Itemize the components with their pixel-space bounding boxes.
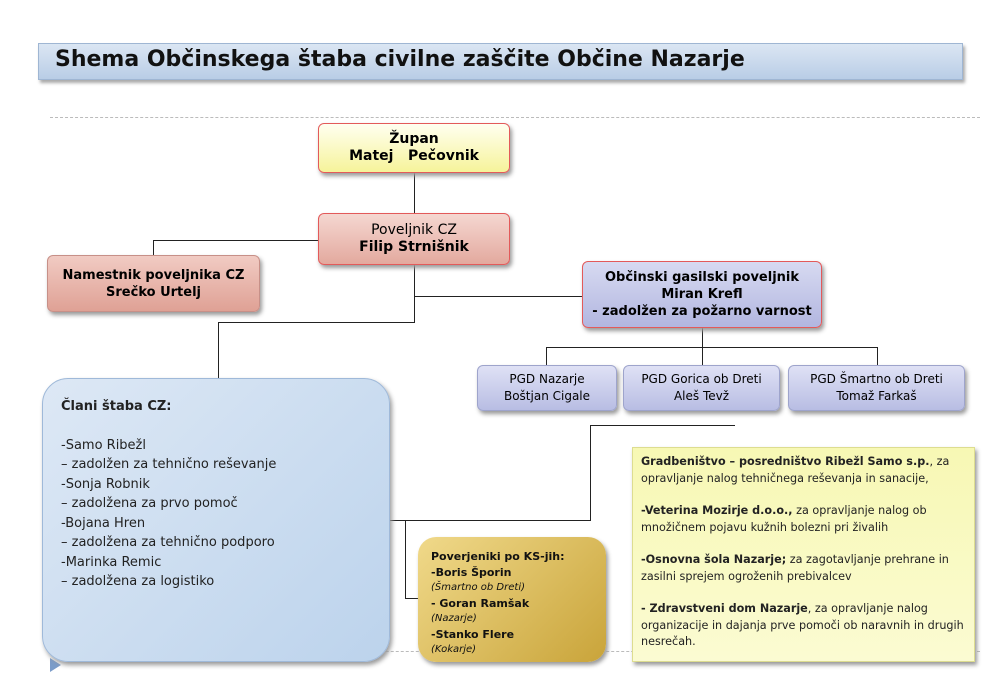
gasilski-poveljnik-box: Občinski gasilski poveljnik Miran Krefl … (582, 261, 822, 328)
pgd-person: Tomaž Farkaš (836, 389, 917, 403)
clani-line: -Sonja Robnik (61, 476, 150, 492)
connector (702, 347, 703, 365)
connector (414, 296, 582, 297)
connector (590, 425, 735, 426)
connector (390, 520, 590, 521)
name: Matej Pečovnik (349, 148, 479, 164)
connector (218, 322, 415, 323)
poverjenik-place: (Šmartno ob Dreti) (431, 582, 525, 593)
name: Miran Krefl (661, 287, 743, 302)
pgd-person: Boštjan Cigale (503, 389, 591, 403)
clani-heading: Člani štaba CZ: (61, 399, 172, 414)
connector (590, 425, 591, 521)
connector (414, 265, 415, 322)
name: Srečko Urtelj (106, 284, 201, 300)
role: Namestnik poveljnika CZ (62, 267, 245, 283)
connector (153, 240, 318, 241)
zupan-box: Župan Matej Pečovnik (318, 123, 510, 173)
connector (546, 347, 878, 348)
poverjeniki-heading: Poverjeniki po KS-jih: (431, 550, 565, 563)
clani-stabа-box: Člani štaba CZ: -Samo Ribežl – zadolžen … (42, 378, 390, 662)
note: - zadolžen za požarno varnost (592, 304, 812, 319)
slide-title: Shema Občinskega štaba civilne zaščite O… (38, 43, 963, 80)
divider-top (50, 117, 980, 118)
play-triangle-icon (50, 658, 61, 672)
clani-line: – zadolžen za tehnično reševanje (61, 457, 277, 472)
role: Občinski gasilski poveljnik (604, 270, 800, 285)
name: Filip Strnišnik (359, 239, 469, 255)
org-text: , za opravljanje nalog tehničnega reševa… (641, 455, 950, 485)
clani-line: – zadolžena za logistiko (61, 574, 215, 589)
namestnik-box: Namestnik poveljnika CZ Srečko Urtelj (47, 255, 260, 312)
poverjeniki-box: Poverjeniki po KS-jih: -Boris Šporin (Šm… (418, 537, 606, 662)
poverjenik-name: -Boris Šporin (431, 565, 512, 579)
clani-line: -Marinka Remic (61, 554, 162, 570)
connector (702, 328, 703, 347)
connector (546, 347, 547, 365)
organizacija: -Veterina Mozirje d.o.o., za opravljanje… (641, 503, 966, 536)
organizacija: Gradbeništvo – posredništvo Ribežl Samo … (641, 454, 966, 487)
role: Poveljnik CZ (371, 222, 457, 238)
org-text: za zagotavljanje prehrane in zasilni spr… (641, 553, 949, 583)
organizacije-box: Gradbeništvo – posredništvo Ribežl Samo … (632, 447, 975, 662)
organizacija: - Zdravstveni dom Nazarje, za opravljanj… (641, 601, 966, 651)
clani-line: – zadolžena za tehnično podporo (61, 535, 275, 550)
pgd-name: PGD Nazarje (509, 372, 585, 386)
connector (153, 240, 154, 255)
poverjenik-place: (Nazarje) (431, 613, 477, 624)
connector (218, 322, 219, 378)
connector (405, 598, 418, 599)
org-name: Gradbeništvo – posredništvo Ribežl Samo … (641, 455, 930, 468)
role: Župan (389, 131, 439, 147)
clani-line: – zadolžena za prvo pomoč (61, 496, 238, 511)
pgd-name: PGD Gorica ob Dreti (641, 372, 762, 386)
clani-line: -Bojana Hren (61, 515, 146, 531)
pgd-name: PGD Šmartno ob Dreti (810, 372, 943, 386)
poverjenik-place: (Kokarje) (431, 644, 477, 655)
connector (414, 173, 415, 213)
org-name: -Veterina Mozirje d.o.o., (641, 504, 793, 517)
pgd-person: Aleš Tevž (673, 389, 730, 403)
org-text: , za opravljanje nalog organizacije in d… (641, 602, 964, 648)
organizacija: -Osnovna šola Nazarje; za zagotavljanje … (641, 552, 966, 585)
org-name: -Osnovna šola Nazarje; (641, 553, 787, 566)
poveljnik-box: Poveljnik CZ Filip Strnišnik (318, 213, 510, 265)
org-text: za opravljanje nalog ob množičnem pojavu… (641, 504, 927, 534)
poverjenik-name: -Stanko Flere (431, 627, 515, 641)
poverjenik-name: - Goran Ramšak (431, 596, 530, 610)
connector (405, 520, 406, 598)
connector (877, 347, 878, 365)
org-name: - Zdravstveni dom Nazarje (641, 602, 808, 615)
clani-line: -Samo Ribežl (61, 437, 146, 453)
